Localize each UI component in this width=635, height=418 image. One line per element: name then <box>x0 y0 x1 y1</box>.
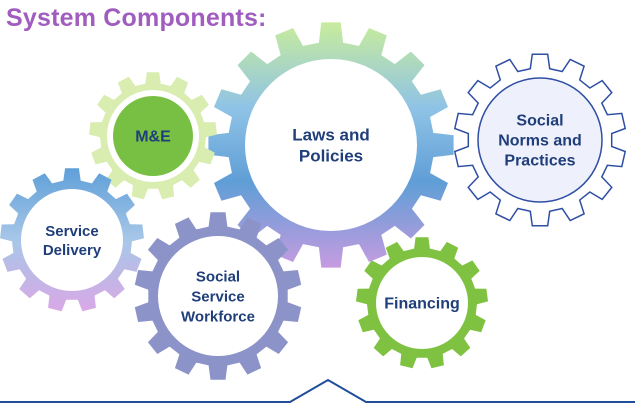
norms-label-line: Practices <box>504 153 575 170</box>
norms-label-line: Norms and <box>498 133 582 150</box>
workforce-label-line: Service <box>191 288 244 305</box>
workforce-label-line: Social <box>196 268 240 285</box>
me-gear: M&E <box>89 72 217 200</box>
financing-label-line: Financing <box>384 296 460 313</box>
bottom-accent-line <box>0 378 635 403</box>
laws-label-line: Laws and <box>292 125 369 144</box>
financing-gear: Financing <box>356 237 488 369</box>
norms-gear-center <box>477 77 603 203</box>
me-label: M&E <box>135 129 171 146</box>
workforce-label-line: Workforce <box>181 308 255 325</box>
laws-gear-center <box>245 59 417 231</box>
workforce-gear-center <box>158 236 278 356</box>
service-gear-center <box>21 189 123 291</box>
norms-label-line: Social <box>516 113 563 130</box>
page-title: System Components: <box>6 4 267 32</box>
financing-gear-center <box>376 257 468 349</box>
service-delivery-label-line: Service <box>45 223 98 240</box>
me-gear-center <box>113 96 193 176</box>
financing-label: Financing <box>384 296 460 313</box>
me-label-line: M&E <box>135 129 171 146</box>
laws-label-line: Policies <box>299 146 363 165</box>
service-delivery-label-line: Delivery <box>43 242 102 259</box>
